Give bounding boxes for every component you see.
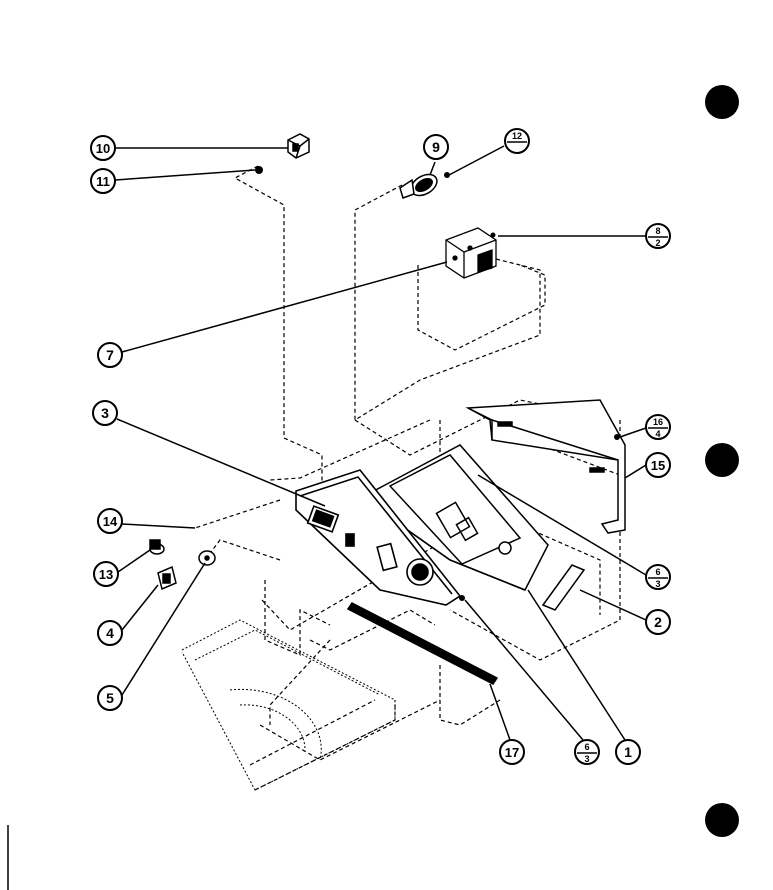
callout-9-label: 9 [432,139,440,155]
callout-8-bottom: 2 [655,238,660,248]
callout-17: 17 [499,739,525,765]
part-16-screw [614,434,620,440]
part-15-bracket [465,399,626,534]
callout-7: 7 [97,342,123,368]
callout-10-label: 10 [96,141,110,156]
part-2-trim [541,564,586,611]
callout-15-label: 15 [651,458,665,473]
leader-lines [114,145,647,741]
callout-4: 4 [97,620,123,646]
punch-hole-bottom [705,803,739,837]
part-17-strip [346,602,499,685]
part-9-knob [399,173,438,199]
callout-10: 10 [90,135,116,161]
part-13-cap [149,539,165,555]
part-11-screw [255,166,263,174]
callout-2-label: 2 [654,614,662,630]
callout-2: 2 [645,609,671,635]
callout-5-label: 5 [106,690,114,706]
part-8-screw [490,232,496,238]
callout-1: 1 [615,739,641,765]
callout-8-top: 8 [655,226,660,236]
callout-17-label: 17 [505,745,519,760]
callout-6a-top: 6 [655,567,660,577]
base-panel [181,619,396,791]
callout-13: 13 [93,561,119,587]
part-4-button [157,565,177,591]
callout-4-label: 4 [106,625,114,641]
callout-13-label: 13 [99,567,113,582]
callout-6b: 6 3 [574,739,600,765]
callout-8: 8 2 [645,223,671,249]
callout-7-label: 7 [106,347,114,363]
callout-12: 12 [504,128,530,154]
callout-11: 11 [90,168,116,194]
part-6-screw-lower [459,595,465,601]
callout-6a: 6 3 [645,564,671,590]
callout-6b-top: 6 [584,742,589,752]
callout-9: 9 [423,134,449,160]
callout-1-label: 1 [624,744,632,760]
callout-16-bottom: 4 [655,429,660,439]
part-7-control [445,227,497,279]
callout-3: 3 [92,400,118,426]
punch-hole-top [705,85,739,119]
part-5-washer [198,550,216,566]
callout-12-top: 12 [512,131,522,141]
callout-14-label: 14 [103,514,118,529]
callout-16: 16 4 [645,414,671,440]
callout-5: 5 [97,685,123,711]
callout-11-label: 11 [96,174,110,189]
callout-6b-bottom: 3 [584,754,589,764]
callout-3-label: 3 [101,405,109,421]
punch-hole-middle [705,443,739,477]
part-10-switch [287,133,310,159]
callout-16-top: 16 [653,417,663,427]
part-12-clip [444,172,450,178]
callout-14: 14 [97,508,123,534]
callout-6a-bottom: 3 [655,579,660,589]
callout-15: 15 [645,452,671,478]
part-3-front-panel [295,469,462,606]
